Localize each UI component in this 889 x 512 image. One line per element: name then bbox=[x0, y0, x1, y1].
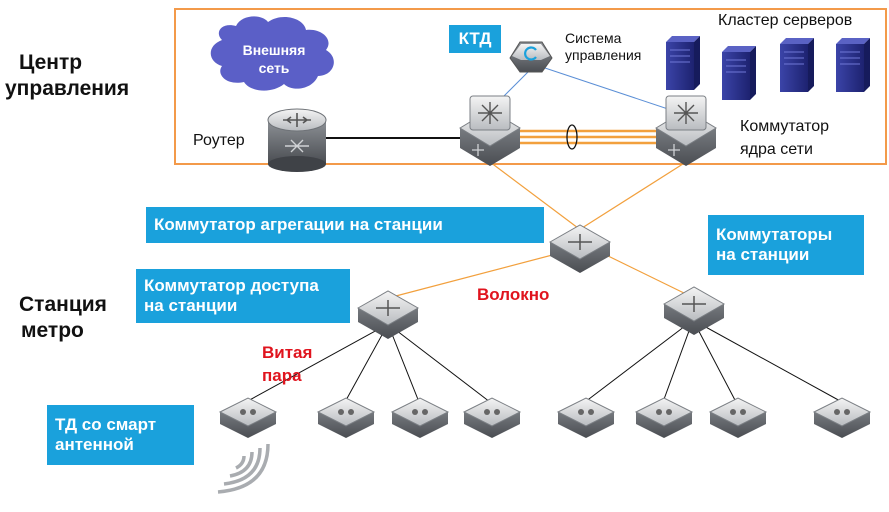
fiber-access-2 bbox=[603, 253, 689, 296]
access-point-icon bbox=[634, 397, 694, 438]
core-switch-label-line2: ядра сети bbox=[740, 141, 813, 158]
external-network-cloud bbox=[210, 16, 334, 91]
management-system-label-line2: управления bbox=[565, 47, 642, 63]
access-point-icon bbox=[556, 397, 616, 438]
ap-smart-antenna-label-line2: антенной bbox=[55, 435, 134, 454]
station-switches-label-line1: Коммутаторы bbox=[716, 225, 833, 244]
ap-smart-antenna-label-line1: ТД со смарт bbox=[55, 415, 157, 434]
access-switch-right-icon bbox=[662, 286, 726, 335]
aggregation-switch-label: Коммутатор агрегации на станции bbox=[146, 207, 544, 243]
server-cluster-icons bbox=[666, 36, 870, 100]
router-icon bbox=[267, 108, 327, 172]
ktd-label: КТД bbox=[449, 25, 501, 53]
access-point-icon bbox=[218, 397, 278, 438]
twisted-pair-label-line2: пара bbox=[262, 366, 302, 385]
access-point-icon bbox=[708, 397, 768, 438]
access-point-icon bbox=[390, 397, 450, 438]
server-cluster-label: Кластер серверов bbox=[718, 12, 853, 29]
fiber-access-1 bbox=[391, 253, 557, 298]
agg-uplink-2 bbox=[581, 161, 687, 229]
access-point-icon bbox=[812, 397, 872, 438]
server-icon bbox=[780, 38, 814, 92]
access-switch-left-icon bbox=[356, 290, 420, 339]
twisted-pair-label-line1: Витая bbox=[262, 343, 313, 362]
management-system-label-line1: Система bbox=[565, 30, 622, 46]
access-point-icon bbox=[462, 397, 522, 438]
wifi-signal-icon bbox=[217, 443, 270, 494]
twisted-pair-links bbox=[245, 319, 843, 403]
metro-station-label-line2: метро bbox=[21, 319, 84, 342]
ktd-controller-icon bbox=[509, 41, 553, 73]
access-points bbox=[218, 397, 872, 438]
agg-uplink-1 bbox=[489, 161, 579, 229]
router-label: Роутер bbox=[193, 132, 245, 149]
station-switches-label: Коммутаторы на станции bbox=[708, 215, 864, 275]
control-center-label-line1: Центр bbox=[19, 51, 83, 74]
server-icon bbox=[666, 36, 700, 90]
link-aggregation-mark bbox=[566, 124, 578, 150]
server-icon bbox=[722, 46, 756, 100]
control-center-label-line2: управления bbox=[5, 77, 130, 100]
core-switch-left-icon bbox=[459, 95, 521, 166]
fiber-label: Волокно bbox=[477, 285, 550, 304]
aggregation-switch-icon bbox=[548, 224, 612, 273]
mgmt-link-2 bbox=[544, 67, 681, 114]
core-switch-right-icon bbox=[655, 95, 717, 166]
access-switch-label: Коммутатор доступа на станции bbox=[136, 269, 350, 323]
external-network-label-line1: Внешняя bbox=[242, 42, 306, 58]
access-switch-label-line2: на станции bbox=[144, 296, 238, 315]
external-network-label-line2: сеть bbox=[258, 60, 290, 76]
ap-smart-antenna-label: ТД со смарт антенной bbox=[47, 405, 194, 465]
server-icon bbox=[836, 38, 870, 92]
access-point-icon bbox=[316, 397, 376, 438]
metro-station-label-line1: Станция bbox=[19, 293, 107, 316]
station-switches-label-line2: на станции bbox=[716, 245, 810, 264]
control-center-frame bbox=[174, 8, 887, 165]
core-switch-label-line1: Коммутатор bbox=[740, 118, 830, 135]
links bbox=[245, 67, 843, 403]
access-switch-label-line1: Коммутатор доступа bbox=[144, 276, 319, 295]
